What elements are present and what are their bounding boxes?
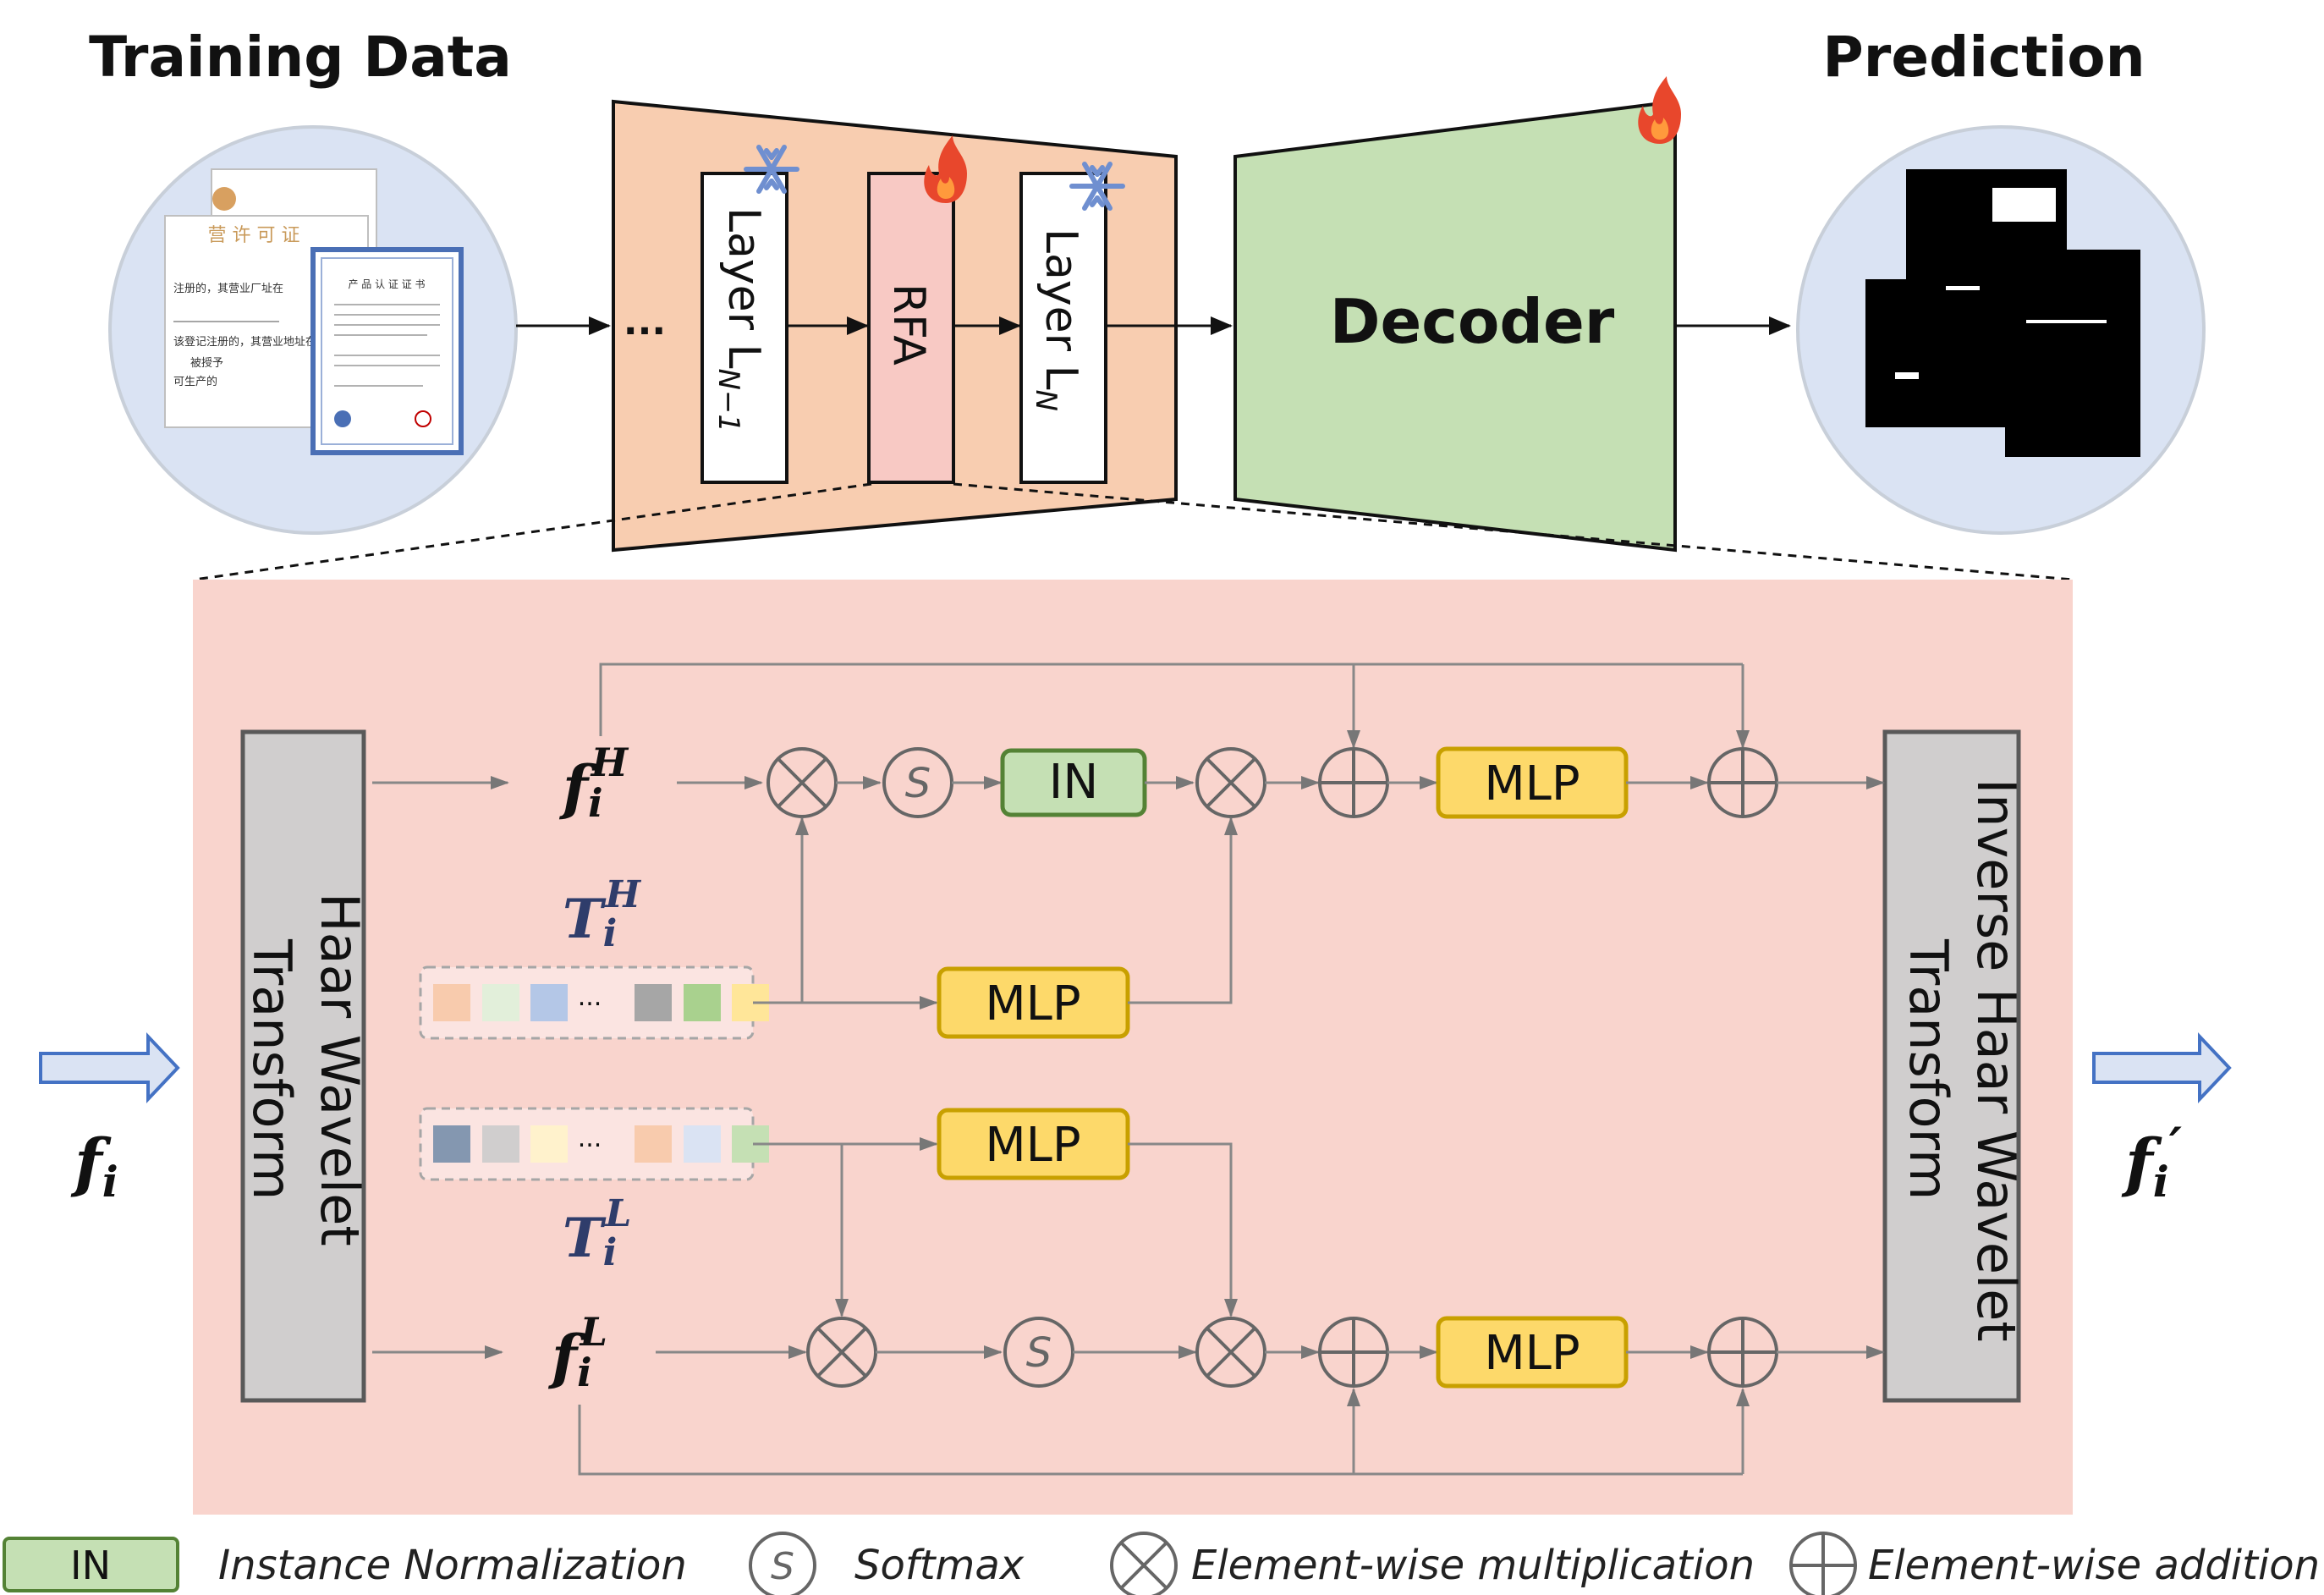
inverse-haar-label-line-2: Transform [1898,938,1959,1200]
add-icon [1318,1317,1389,1388]
layer-n-minus-1-text: Layer L [718,207,769,369]
mlp-tl-to-mult-connector [1128,1142,1238,1317]
legend-softmax-text: Softmax [854,1542,1025,1589]
th-token [530,984,568,1021]
low-skip-connection [578,1405,1743,1476]
rfa-label: RFA [883,283,934,366]
tl-token [482,1125,519,1163]
mlp-label: MLP [1484,756,1580,811]
license-heading: 营 许 可 证 [208,225,300,246]
prediction-title: Prediction [1822,25,2145,90]
fl-label: fiL [547,1309,607,1395]
legend: IN Instance Normalization S Softmax Elem… [3,1532,2320,1595]
input-sub: i [102,1157,118,1207]
layer-n-block [1019,172,1107,484]
encoder-ellipsis: ... [624,300,666,344]
mlp-label: MLP [1484,1326,1580,1381]
fl-sub: i [577,1350,591,1395]
zoom-guide-right [953,482,2074,581]
layer-n-text: Layer L [1036,228,1086,390]
th-token [482,984,519,1021]
inverse-haar-label-line-1: Inverse Haar Wavelet [1965,778,2027,1342]
th-sub: i [603,912,618,955]
tl-token-row [433,1125,769,1163]
prediction-mask-image [1796,125,2206,535]
layer-n-minus-1-sub: N−1 [711,368,745,432]
fl-sup: L [579,1309,607,1355]
th-token [433,984,470,1021]
license-line-4: 可生产的 [173,375,217,388]
layer-n-minus-1-label: Layer LN−1 [711,207,769,432]
layer-n-minus-1-block [700,172,788,484]
th-token [684,984,721,1021]
frozen-snowflake-icon [744,145,799,194]
tl-sub: i [603,1231,618,1274]
rfa-block [867,172,955,484]
license-line-2: 该登记注册的，其营业地址在 [173,335,316,349]
add-icon [1707,747,1778,818]
th-t: T [563,888,607,951]
haar-transform-block [240,729,366,1403]
fh-sup: H [590,740,629,785]
legend-softmax-symbol: S [771,1545,794,1588]
mlp-label: MLP [985,1118,1080,1173]
zoom-guide-left [194,482,872,581]
tl-token [530,1125,568,1163]
input-block-arrow [39,1031,180,1104]
output-sub: i [2153,1157,2169,1207]
trainable-flame-icon [924,135,967,203]
tl-token-ellipsis: ... [578,1124,602,1153]
th-token [635,984,672,1021]
haar-label-line-1: Haar Wavelet [309,893,371,1246]
th-label: TiH [563,873,641,955]
add-icon [1318,747,1389,818]
high-skip-connection [599,663,1743,736]
layer-n-label: Layer LN [1029,228,1086,411]
softmax-symbol: S [905,760,931,807]
input-feature-label: fi [70,1125,118,1207]
mlp-label: MLP [985,976,1080,1031]
legend-add-text: Element-wise addition [1868,1542,2320,1589]
tl-token [635,1125,672,1163]
th-token-row [433,984,769,1021]
legend-in-box [3,1537,179,1592]
add-icon [1789,1532,1857,1595]
tl-t: T [563,1207,607,1270]
frozen-snowflake-icon [1069,162,1125,211]
training-data-title: Training Data [89,25,512,90]
license-line-1: 注册的，其营业厂址在 [173,282,283,295]
fh-label: fiH [558,740,629,826]
license-line-3: 被授予 [190,357,223,370]
tl-token [684,1125,721,1163]
training-data-image: 营 许 可 证 注册的，其营业厂址在 该登记注册的，其营业地址在 被授予 可生产… [108,125,518,535]
haar-label-line-2: Transform [241,938,303,1200]
th-token-ellipsis: ... [578,982,602,1012]
multiply-icon [1110,1532,1178,1595]
trainable-flame-icon [1638,76,1681,144]
inverse-haar-block [1882,729,2021,1403]
mlp-to-mult-connector [1128,817,1238,1004]
tl-label: TiL [563,1192,631,1274]
cert-heading: 产 品 认 证 证 书 [348,278,425,290]
legend-in-text: Instance Normalization [218,1542,687,1589]
softmax-symbol: S [1026,1329,1052,1377]
legend-mult-text: Element-wise multiplication [1191,1542,1755,1589]
rfa-detail-panel [193,580,2073,1515]
output-prime: ′ [2169,1117,2182,1174]
softmax-icon: S [749,1532,816,1595]
decoder-block [1233,99,1677,553]
add-icon [1707,1317,1778,1388]
output-feature-label: fi′ [2121,1117,2182,1207]
layer-n-sub: N [1029,389,1063,410]
th-sup: H [603,873,641,916]
fh-sub: i [588,780,602,826]
decoder-label: Decoder [1330,286,1615,357]
tl-sup: L [603,1192,631,1235]
instance-norm-label: IN [1049,755,1098,810]
legend-in-label: IN [70,1543,111,1588]
tl-token [433,1125,470,1163]
output-block-arrow [2092,1031,2232,1104]
